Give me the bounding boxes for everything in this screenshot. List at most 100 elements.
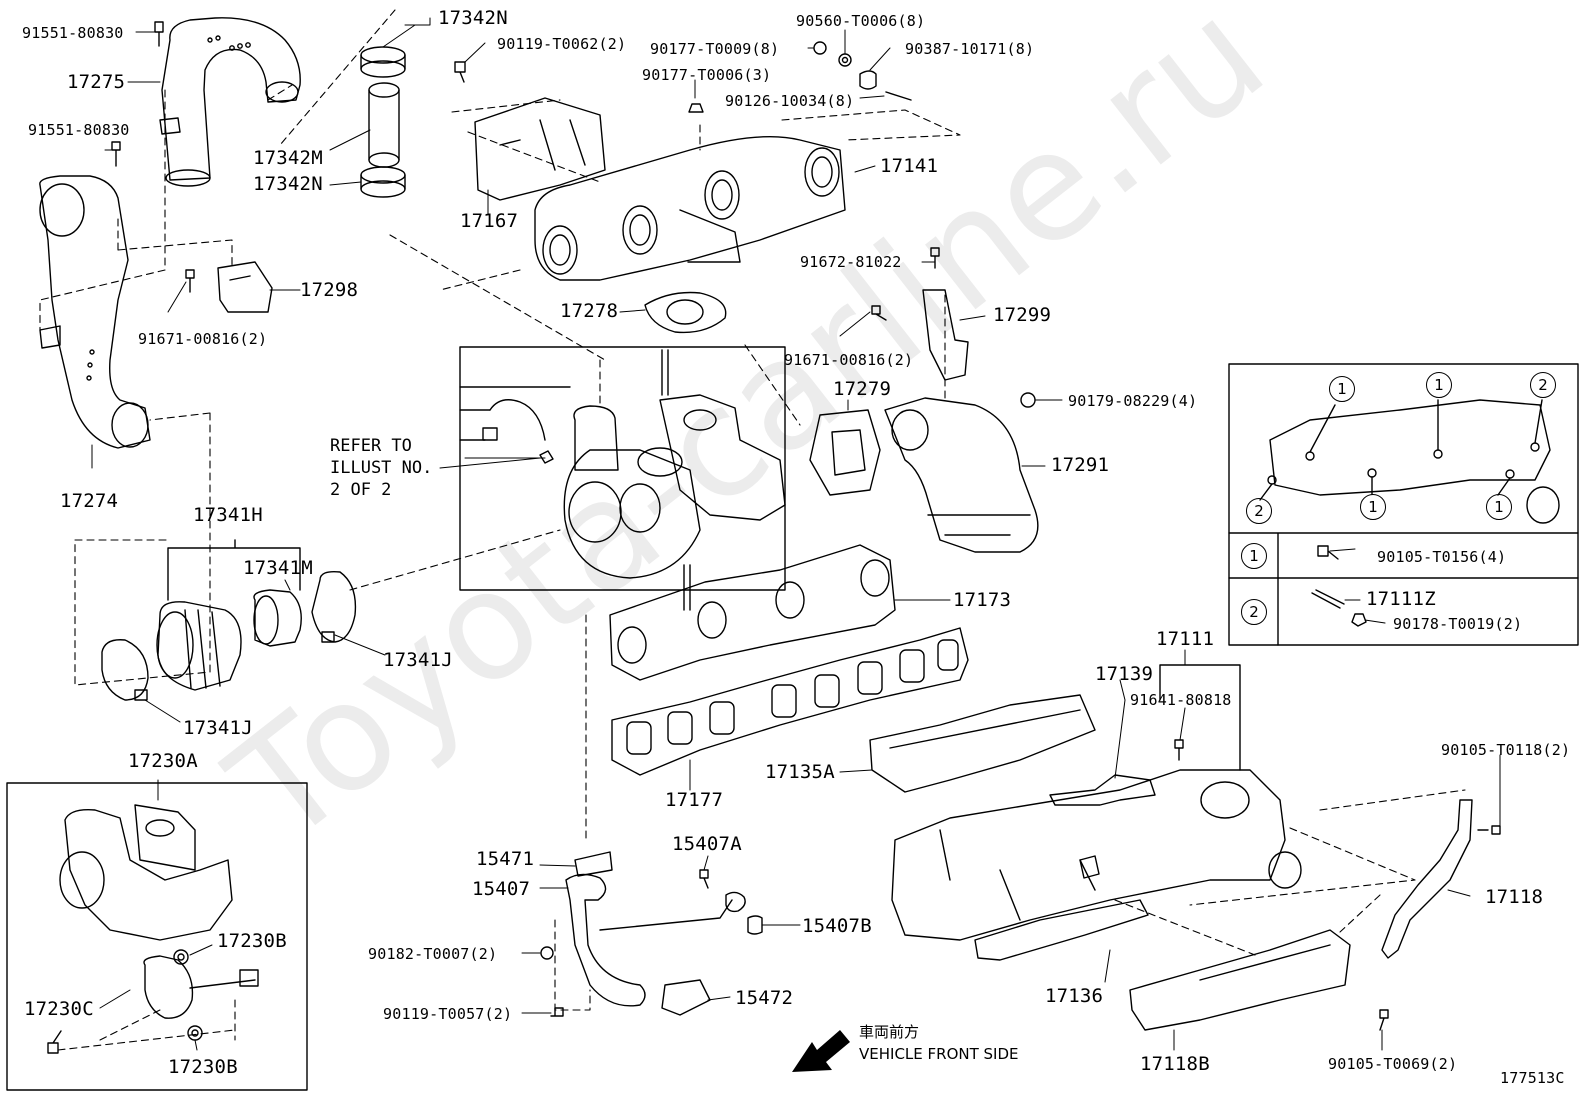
vehicle-front-jp: 車両前方 (859, 1023, 920, 1041)
label-90177-T0006: 90177-T0006(3) (642, 66, 772, 84)
label-17342M: 17342M (253, 147, 323, 169)
label-90177-T0009: 90177-T0009(8) (650, 40, 780, 58)
legend-box (1228, 363, 1579, 646)
turbo-group-box (459, 346, 786, 591)
label-90119-T0057: 90119-T0057(2) (383, 1005, 513, 1023)
turbocharger (459, 349, 786, 611)
exhaust-manifold-17141 (534, 135, 846, 281)
label-90119-T0062: 90119-T0062(2) (497, 35, 627, 53)
stay-17118 (1381, 799, 1473, 959)
vehicle-front-arrow (792, 1030, 850, 1072)
refer-to-illust-note: REFER TO ILLUST NO. 2 OF 2 (330, 436, 433, 500)
plate-17139 (1049, 774, 1156, 806)
legend-callout-2b: 2 (1246, 498, 1272, 524)
label-17279: 17279 (833, 378, 892, 400)
egr-pipe-15407 (565, 851, 763, 1016)
label-17230A: 17230A (128, 750, 198, 772)
legend-row2-stud: 17111Z (1366, 588, 1436, 610)
label-15407B: 15407B (802, 915, 872, 937)
dashed-connection-lines (39, 9, 1466, 1051)
gasket-17177 (611, 627, 969, 776)
insulator-17136 (974, 899, 1149, 961)
gasket-17278 (644, 291, 727, 334)
label-17342N-top: 17342N (438, 7, 508, 29)
legend-callout-1d: 1 (1486, 494, 1512, 520)
label-17342N-bot: 17342N (253, 173, 323, 195)
legend-fasteners (1311, 545, 1367, 627)
label-17136: 17136 (1045, 985, 1104, 1007)
label-17341M: 17341M (243, 557, 313, 579)
bolts (47, 21, 1501, 1054)
legend-dividers (1228, 532, 1579, 646)
legend-callout-2a: 2 (1530, 372, 1556, 398)
intake-manifold-17111 (891, 664, 1302, 941)
insulator-17135A (869, 694, 1096, 793)
exhaust-elbow-17291 (884, 397, 1039, 553)
label-17118B: 17118B (1140, 1053, 1210, 1075)
label-17274: 17274 (60, 490, 119, 512)
label-17341J-bot: 17341J (183, 717, 253, 739)
label-15472: 15472 (735, 987, 794, 1009)
intake-pipe-17275 (159, 17, 301, 187)
label-17341H: 17341H (193, 504, 263, 526)
intake-hose-17341 (101, 539, 357, 701)
diagram-id: 177513C (1500, 1069, 1565, 1087)
label-17230C: 17230C (24, 998, 94, 1020)
gasket-17173 (609, 544, 896, 681)
legend-callout-1c: 1 (1360, 494, 1386, 520)
label-15471: 15471 (476, 848, 535, 870)
label-17167: 17167 (460, 210, 519, 232)
label-17139: 17139 (1095, 663, 1154, 685)
label-17135A: 17135A (765, 761, 835, 783)
label-90182-T0007: 90182-T0007(2) (368, 945, 498, 963)
label-90179-08229: 90179-08229(4) (1068, 392, 1198, 410)
intake-pipe-17274 (39, 175, 151, 449)
label-17291: 17291 (1051, 454, 1110, 476)
inset-17230-box (6, 782, 308, 1091)
label-90560-T0006: 90560-T0006(8) (796, 12, 926, 30)
label-90105-T0118: 90105-T0118(2) (1441, 741, 1571, 759)
label-91641-80818: 91641-80818 (1130, 691, 1232, 709)
actuator-17230 (143, 949, 259, 1041)
label-17177: 17177 (665, 789, 724, 811)
legend-row1-part: 90105-T0156(4) (1377, 548, 1507, 566)
label-17230B-top: 17230B (217, 930, 287, 952)
label-17275: 17275 (67, 71, 126, 93)
label-17111: 17111 (1156, 628, 1215, 650)
legend-callout-1b: 1 (1426, 372, 1452, 398)
leader-lines (91, 17, 1501, 1051)
legend-row2-key: 2 (1241, 599, 1267, 625)
label-17298: 17298 (300, 279, 359, 301)
label-17141: 17141 (880, 155, 939, 177)
label-17230B-bot: 17230B (168, 1056, 238, 1078)
bracket-17299 (922, 289, 969, 381)
gasket-17279 (809, 409, 881, 496)
label-91672-81022: 91672-81022 (800, 253, 902, 271)
label-15407: 15407 (472, 878, 531, 900)
legend-row2-nut: 90178-T0019(2) (1393, 615, 1523, 633)
label-17341J-right: 17341J (383, 649, 453, 671)
bracket-17298 (217, 261, 273, 313)
legend-row1-key: 1 (1241, 543, 1267, 569)
label-17173: 17173 (953, 589, 1012, 611)
label-17299: 17299 (993, 304, 1052, 326)
hose-clamps-17342 (360, 46, 406, 198)
label-17278: 17278 (560, 300, 619, 322)
cover-17118B (1129, 929, 1351, 1031)
label-90387-10171: 90387-10171(8) (905, 40, 1035, 58)
turbine-housing-17230A (59, 804, 233, 941)
label-91671-00816-left: 91671-00816(2) (138, 330, 268, 348)
legend-manifold-sketch (1259, 399, 1560, 524)
gasket-17278-hole (666, 299, 704, 325)
label-17118: 17118 (1485, 886, 1544, 908)
label-90126-10034: 90126-10034(8) (725, 92, 855, 110)
label-91551-80830-mid: 91551-80830 (28, 121, 130, 139)
label-90105-T0069: 90105-T0069(2) (1328, 1055, 1458, 1073)
label-91671-00816-right: 91671-00816(2) (784, 351, 914, 369)
label-15407A: 15407A (672, 833, 742, 855)
heat-insulator-17167 (474, 97, 606, 201)
label-91551-80830-top: 91551-80830 (22, 24, 124, 42)
vehicle-front-en: VEHICLE FRONT SIDE (859, 1045, 1019, 1063)
